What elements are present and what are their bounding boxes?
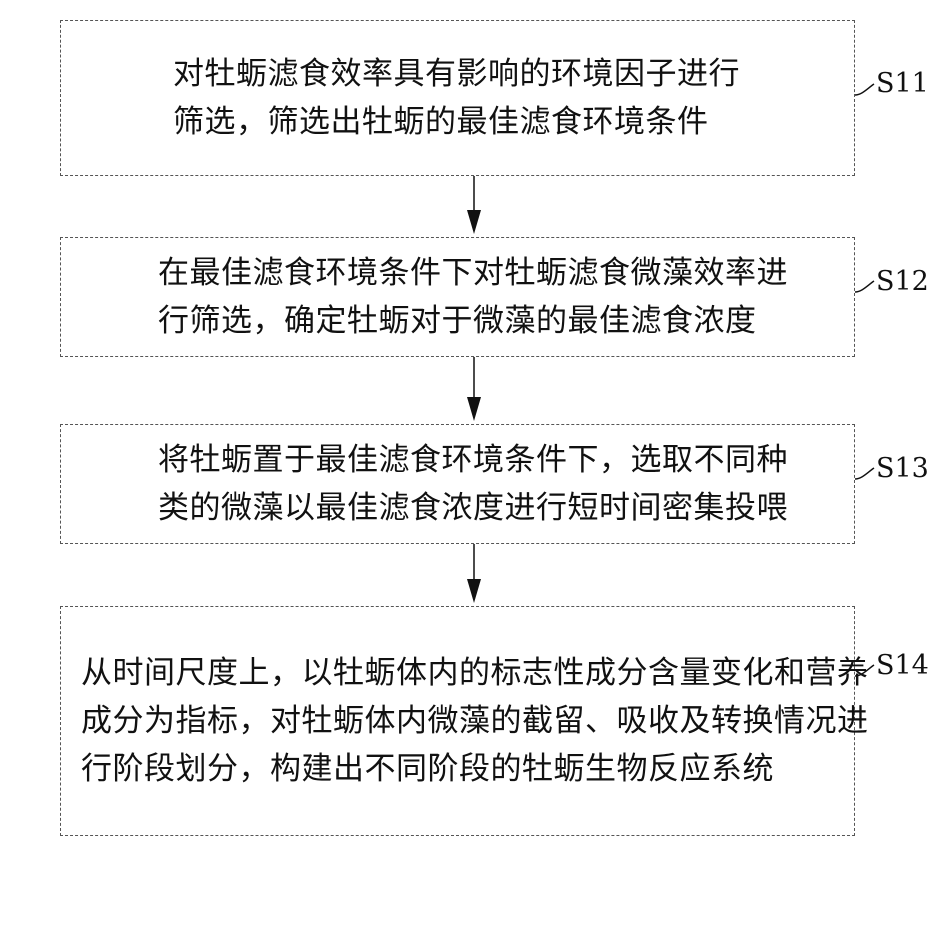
leader-line-s11 [855, 84, 874, 95]
step-label-s11: S11 [876, 68, 929, 99]
step-s13-line-1: 将牡蛎置于最佳滤食环境条件下，选取不同种 [158, 436, 854, 484]
step-s12-line-1: 在最佳滤食环境条件下对牡蛎滤食微藻效率进 [158, 249, 854, 297]
step-label-s12: S12 [876, 266, 929, 297]
leader-line-s13 [855, 468, 874, 479]
step-box-s14: 从时间尺度上，以牡蛎体内的标志性成分含量变化和营养 成分为指标，对牡蛎体内微藻的… [60, 606, 855, 836]
step-s14-line-3: 行阶段划分，构建出不同阶段的牡蛎生物反应系统 [81, 745, 854, 793]
step-box-s11: 对牡蛎滤食效率具有影响的环境因子进行 筛选，筛选出牡蛎的最佳滤食环境条件 [60, 20, 855, 176]
step-s11-line-1: 对牡蛎滤食效率具有影响的环境因子进行 [173, 50, 854, 98]
step-s12-line-2: 行筛选，确定牡蛎对于微藻的最佳滤食浓度 [158, 297, 854, 345]
step-label-s14: S14 [876, 650, 929, 681]
arrow-s13-to-s14 [467, 544, 481, 603]
step-s14-line-1: 从时间尺度上，以牡蛎体内的标志性成分含量变化和营养 [81, 649, 854, 697]
step-s13-line-2: 类的微藻以最佳滤食浓度进行短时间密集投喂 [158, 484, 854, 532]
step-box-s12: 在最佳滤食环境条件下对牡蛎滤食微藻效率进 行筛选，确定牡蛎对于微藻的最佳滤食浓度 [60, 237, 855, 357]
leader-line-s12 [855, 281, 874, 292]
step-s11-line-2: 筛选，筛选出牡蛎的最佳滤食环境条件 [173, 98, 854, 146]
arrow-s12-to-s13 [467, 357, 481, 421]
arrow-s11-to-s12 [467, 176, 481, 234]
step-s14-line-2: 成分为指标，对牡蛎体内微藻的截留、吸收及转换情况进 [81, 697, 854, 745]
step-box-s13: 将牡蛎置于最佳滤食环境条件下，选取不同种 类的微藻以最佳滤食浓度进行短时间密集投… [60, 424, 855, 544]
step-label-s13: S13 [876, 453, 929, 484]
